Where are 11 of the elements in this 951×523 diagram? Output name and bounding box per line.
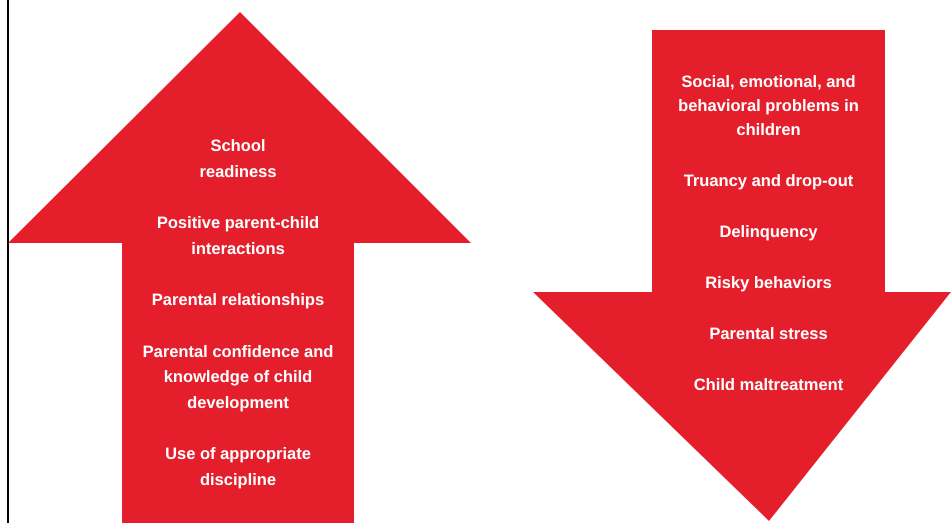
outcome-text: Positive parent-child interactions	[156, 213, 320, 260]
outcome-text: Parental stress	[709, 324, 828, 345]
outcome-text: Child maltreatment	[694, 375, 844, 396]
outcome-text: School readiness	[198, 136, 278, 182]
outcome-text: Risky behaviors	[705, 273, 832, 294]
outcome-text: Delinquency	[719, 222, 818, 243]
outcome-text: Social, emotional, and behavioral problems in children	[677, 72, 860, 141]
outcome-text: Truancy and drop-out	[684, 171, 854, 192]
outcome-text: Parental confidence and knowledge of child development	[142, 342, 334, 414]
outcome-text: Use of appropriate discipline	[164, 444, 312, 490]
outcome-text: Parental relationships	[152, 290, 324, 311]
